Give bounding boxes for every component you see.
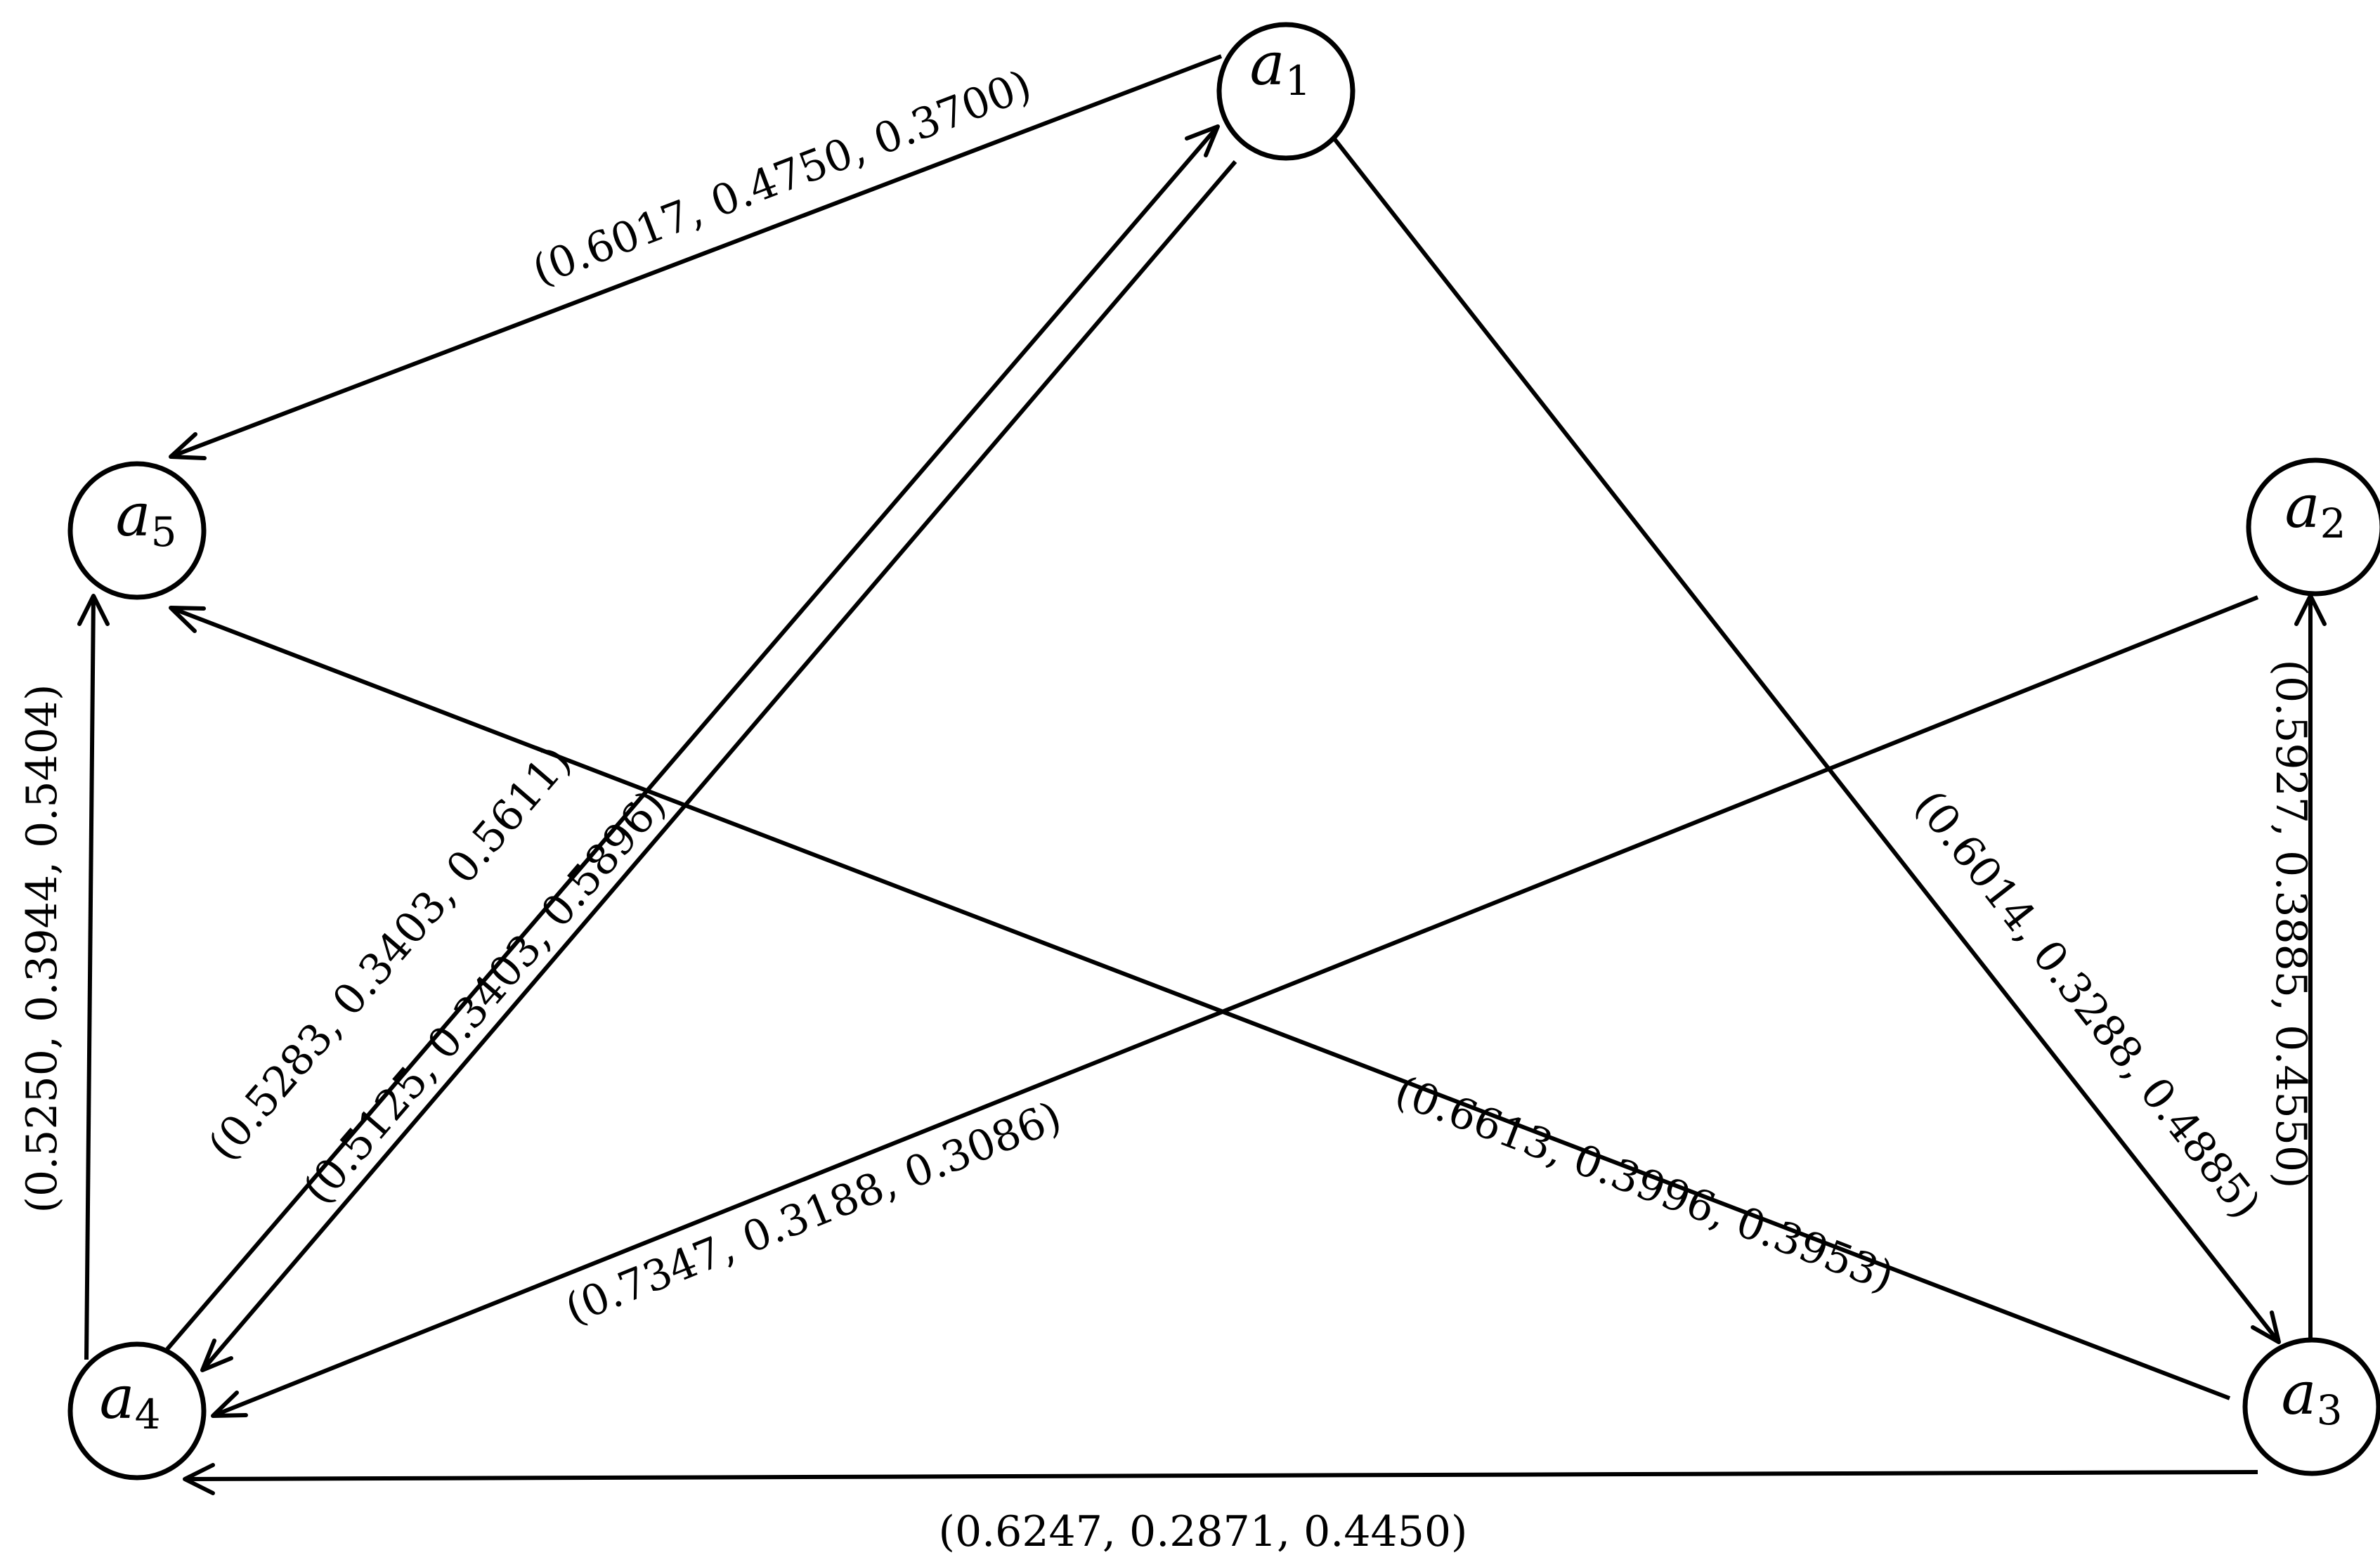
node-a3-subscript: 3 <box>2317 1386 2343 1434</box>
node-a4-name: a <box>100 1363 135 1432</box>
node-a3-name: a <box>2282 1359 2317 1428</box>
node-a5-name: a <box>116 481 151 549</box>
edge-a3-a4 <box>183 1463 2258 1495</box>
svg-text:a1: a1 <box>1250 30 1311 105</box>
edge-a3-a5 <box>169 606 2231 1400</box>
edge-label-a3-a4: (0.6247, 0.2871, 0.4450) <box>939 1507 1468 1556</box>
edge-label-a2-a4: (0.7347, 0.3188, 0.3086) <box>559 1092 1068 1334</box>
node-a2-subscript: 2 <box>2320 500 2346 547</box>
edge-a1-a5 <box>169 54 1223 460</box>
edge-label-a3-a5: (0.6613, 0.3996, 0.3953) <box>1389 1067 1900 1302</box>
svg-text:a4: a4 <box>100 1363 161 1438</box>
edge-a2-a4 <box>211 595 2259 1418</box>
edge-a4-a1 <box>165 124 1220 1351</box>
svg-text:a5: a5 <box>116 481 177 556</box>
edge-a1-a3 <box>1328 132 2281 1344</box>
node-a5: a5 <box>67 461 207 600</box>
node-a3: a3 <box>2242 1337 2380 1476</box>
node-a4-subscript: 4 <box>135 1391 161 1438</box>
node-a2: a2 <box>2246 457 2380 597</box>
svg-text:a3: a3 <box>2282 1359 2343 1434</box>
svg-text:a2: a2 <box>2285 472 2346 547</box>
edge-a4-a5 <box>77 594 110 1360</box>
edge-label-a4-a5: (0.5250, 0.3944, 0.5404) <box>18 684 67 1213</box>
edge-label-a3-a2: (0.5927, 0.3885, 0.4550) <box>2266 660 2315 1189</box>
edge-label-a1-a3: (0.6014, 0.3288, 0.4885) <box>1905 781 2270 1228</box>
node-a1: a1 <box>1216 22 1355 161</box>
node-a1-name: a <box>1250 30 1285 98</box>
node-a5-subscript: 5 <box>151 508 177 556</box>
edge-label-a1-a5: (0.6017, 0.4750, 0.3700) <box>526 60 1038 295</box>
node-a1-subscript: 1 <box>1285 57 1311 105</box>
node-a4: a4 <box>67 1341 207 1480</box>
node-a2-name: a <box>2285 472 2320 541</box>
edge-a1-a4 <box>200 160 1237 1372</box>
